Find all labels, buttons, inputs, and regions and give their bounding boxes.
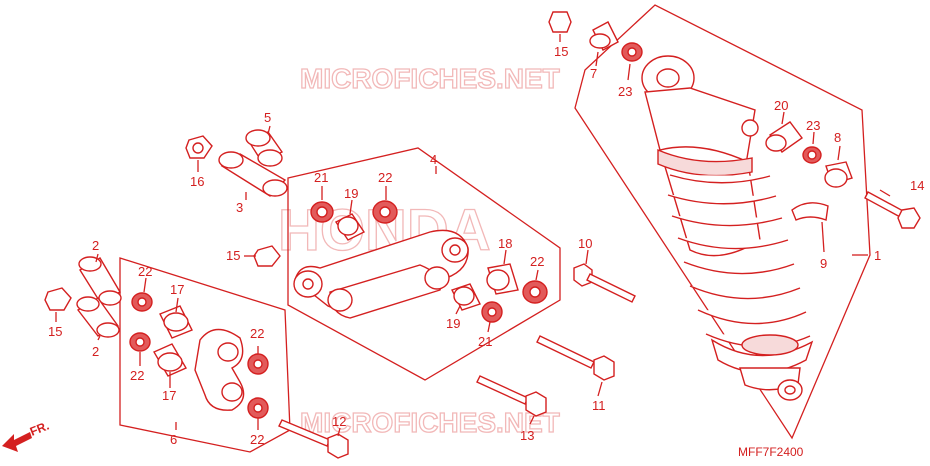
callout-22-rod-left: 22 <box>130 368 144 383</box>
callout-5: 5 <box>264 110 271 125</box>
callout-8: 8 <box>834 130 841 145</box>
callout-17-lower: 17 <box>162 388 176 403</box>
callout-10: 10 <box>578 236 592 251</box>
callout-20: 20 <box>774 98 788 113</box>
bolt-10 <box>573 263 636 303</box>
callout-23-top: 23 <box>618 84 632 99</box>
callout-14: 14 <box>910 178 924 193</box>
direction-label: FR. <box>28 419 51 439</box>
rod-bearings <box>129 292 269 419</box>
callout-7: 7 <box>590 66 597 81</box>
callout-22-left: 22 <box>138 264 152 279</box>
bolt-12 <box>278 419 349 459</box>
nut-15-left <box>44 287 72 311</box>
callout-2-upper: 2 <box>92 238 99 253</box>
shock-arm <box>293 229 469 319</box>
arrow-left-icon <box>2 432 32 452</box>
upper-mount-hardware <box>548 11 643 62</box>
callout-23-right: 23 <box>806 118 820 133</box>
callout-12: 12 <box>332 414 346 429</box>
front-direction-arrow: FR. <box>2 419 51 452</box>
callout-15-middle: 15 <box>226 248 240 263</box>
lower-mount-hardware <box>765 121 921 229</box>
callout-11: 11 <box>592 398 606 413</box>
callout-19-top: 19 <box>344 186 358 201</box>
bolt-11 <box>536 335 615 381</box>
shock-group-outline <box>574 4 871 440</box>
callout-6: 6 <box>170 432 177 447</box>
callout-18: 18 <box>498 236 512 251</box>
callout-21-bottom: 21 <box>478 334 492 349</box>
nut-16 <box>185 135 213 159</box>
callout-1: 1 <box>874 248 881 263</box>
nut-15-middle <box>253 245 281 267</box>
collar-3 <box>218 151 288 197</box>
shock-absorber <box>641 55 814 401</box>
callout-labels: 15 7 23 20 23 8 14 1 9 10 5 4 21 19 22 1… <box>48 44 924 447</box>
callout-9: 9 <box>820 256 827 271</box>
callout-16: 16 <box>190 174 204 189</box>
bolt-13 <box>476 375 547 417</box>
callout-3: 3 <box>236 200 243 215</box>
watermark-bottom: MICROFICHES.NET <box>300 407 560 438</box>
collar-2-lower <box>76 296 120 338</box>
rod-group-outline <box>119 257 291 453</box>
diagram-code: MFF7F2400 <box>738 445 804 459</box>
callout-21-top: 21 <box>314 170 328 185</box>
callout-4: 4 <box>430 152 437 167</box>
callout-15-left: 15 <box>48 324 62 339</box>
callout-17-upper: 17 <box>170 282 184 297</box>
arm-bearings <box>310 200 548 323</box>
leader-lines <box>55 34 891 437</box>
callout-22-rod-bottom: 22 <box>250 432 264 447</box>
callout-22-right: 22 <box>530 254 544 269</box>
callout-13: 13 <box>520 428 534 443</box>
callout-22-rod-right: 22 <box>250 326 264 341</box>
watermark-top: MICROFICHES.NET <box>300 63 560 94</box>
callout-22-top: 22 <box>378 170 392 185</box>
collar-5 <box>245 129 284 167</box>
connecting-rod <box>194 328 245 411</box>
arm-group-outline <box>287 147 561 381</box>
callout-19-bottom: 19 <box>446 316 460 331</box>
collar-2-upper <box>78 256 122 306</box>
callout-15-top: 15 <box>554 44 568 59</box>
callout-2-lower: 2 <box>92 344 99 359</box>
